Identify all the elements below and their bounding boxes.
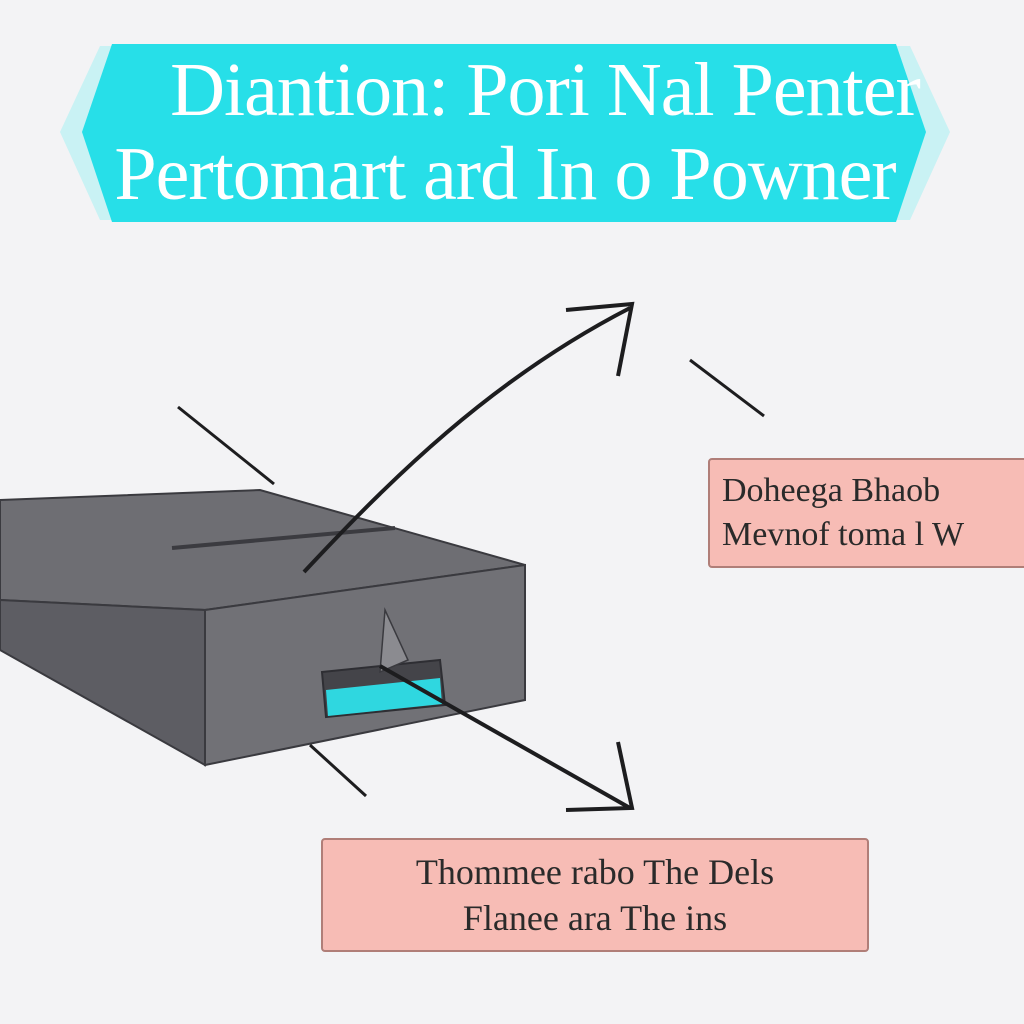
device-top-slot <box>171 526 396 550</box>
callout-bottom: Thommee rabo The Dels Flanee ara The ins <box>321 838 869 952</box>
pointer-tick-top-right <box>689 358 765 418</box>
device-left-face <box>0 598 206 767</box>
title-banner: Diantion: Pori Nal Penter Pertomart ard … <box>60 40 950 224</box>
banner-shape <box>60 44 950 222</box>
arrow-down-shaft <box>379 664 631 810</box>
callout-bottom-line-1: Thommee rabo The Dels <box>415 852 775 892</box>
banner-title-line-2: Pertomart ard In o Powner <box>114 132 896 216</box>
callout-right-line-2: Mevnof toma l W <box>722 516 965 553</box>
callout-right-line-1: Doheega Bhaob <box>722 472 941 509</box>
pointer-tick-top-left <box>177 405 275 486</box>
device-front-face <box>204 563 526 767</box>
callout-bottom-line-2: Flanee ara The ins <box>462 898 728 938</box>
arrow-down-head <box>565 741 635 812</box>
callout-right: Doheega Bhaob Mevnof toma l W <box>708 458 1024 568</box>
banner-title-line-1: Diantion: Pori Nal Penter <box>170 48 921 132</box>
device-port-flap <box>379 607 410 674</box>
arrow-up-head <box>565 301 635 377</box>
pointer-tick-bottom-left <box>308 743 368 798</box>
device-port-light <box>326 678 442 716</box>
arrow-up-shaft <box>302 306 631 574</box>
